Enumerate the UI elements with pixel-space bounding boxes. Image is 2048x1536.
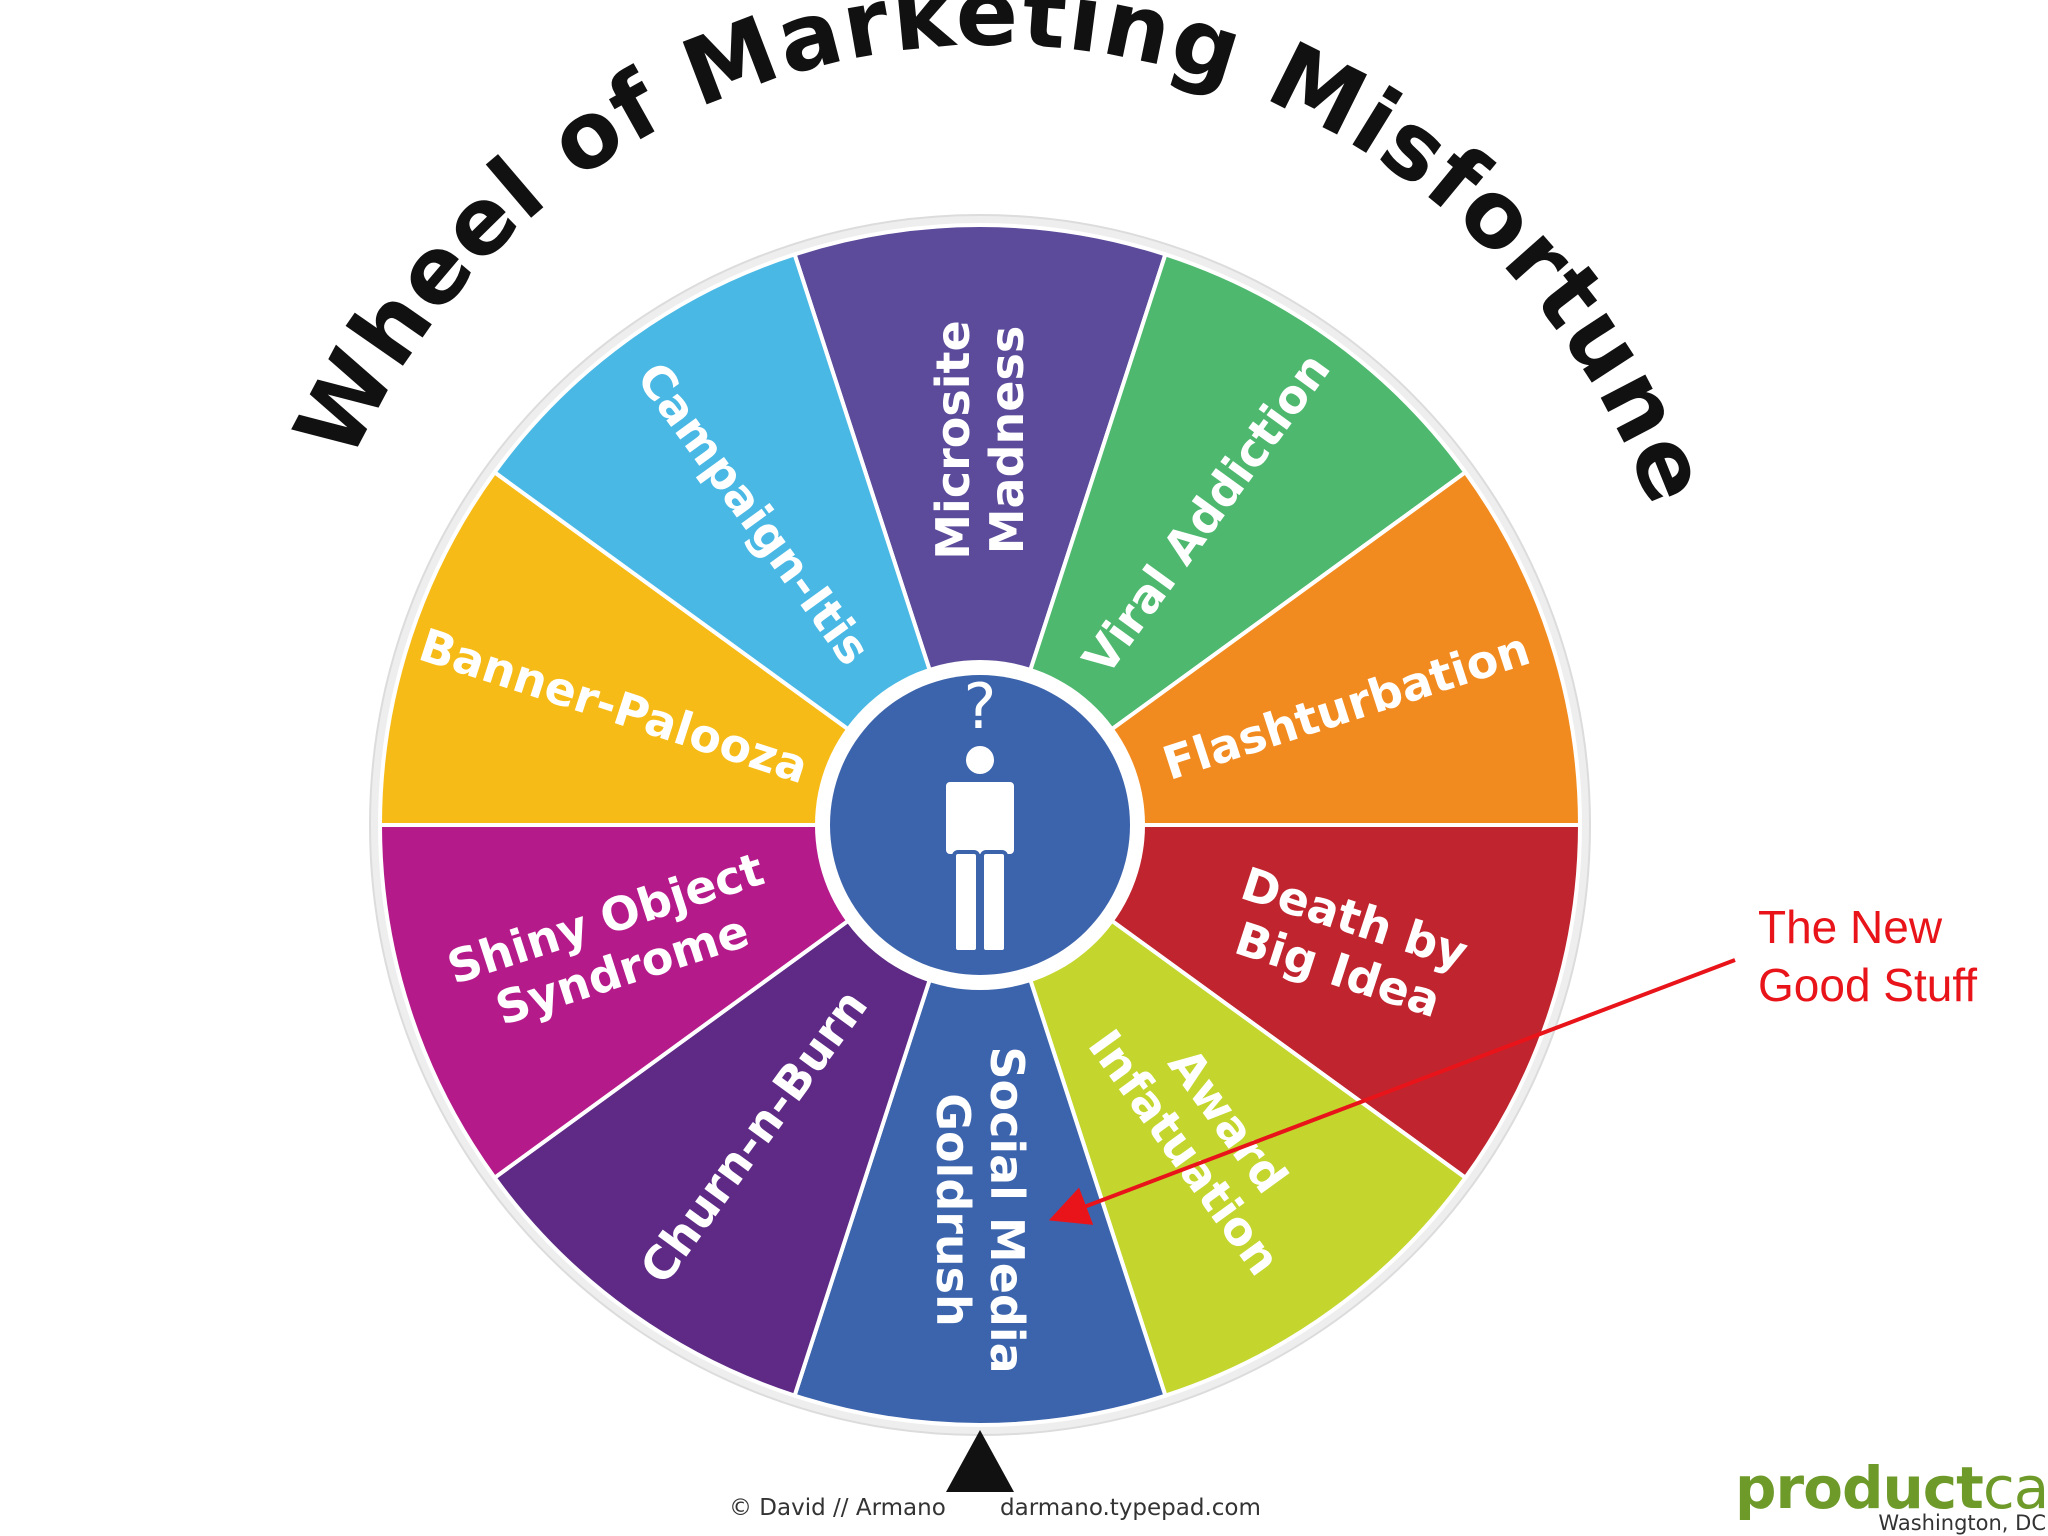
question-mark-icon: ? [964, 670, 997, 743]
segment-label-6-line-1: Social Media [980, 1046, 1034, 1373]
annotation-line-1: The New [1758, 901, 1943, 953]
wheel-segment-3 [973, 469, 1583, 827]
wheel-segment-5 [976, 819, 1469, 1399]
segment-label-1-line-1: Microsite [926, 320, 980, 559]
credit-url: darmano.typepad.com [1000, 1495, 1261, 1521]
segment-label-4: Death byBig Idea [1218, 856, 1474, 1031]
wheel-segment-10 [491, 251, 984, 831]
logo-city: Washington, DC [1878, 1511, 2046, 1535]
annotation-arrow [1048, 958, 1736, 1225]
segment-label-6: Social MediaGoldrush [926, 1046, 1034, 1373]
wheel-segment-8 [377, 823, 987, 1181]
logo-light-text: camp [1982, 1455, 2048, 1522]
wheel-segment-7 [491, 819, 984, 1399]
wheel-segment-4 [973, 823, 1583, 1181]
wheel-segment-2 [976, 251, 1469, 831]
wheel-pointer [946, 1430, 1014, 1492]
segment-label-1-line-2: Madness [980, 326, 1034, 554]
segment-label-1: MicrositeMadness [926, 320, 1034, 559]
productcamp-logo: productcamp Washington, DC [1735, 1455, 2048, 1536]
segment-label-6-line-2: Goldrush [926, 1093, 980, 1327]
logo-bold-text: product [1735, 1455, 1984, 1522]
annotation-line-2: Good Stuff [1758, 959, 1978, 1011]
wheel-segment-9 [377, 469, 987, 827]
wheel-segment-6 [792, 818, 1168, 1427]
annotation-label: The New Good Stuff [1758, 898, 1977, 1014]
wheel-segment-1 [792, 223, 1168, 832]
credit-author: © David // Armano [729, 1495, 946, 1521]
logo-wordmark: productcamp [1735, 1455, 2048, 1521]
person-icon [942, 742, 1018, 954]
wheel-segments [377, 223, 1583, 1427]
